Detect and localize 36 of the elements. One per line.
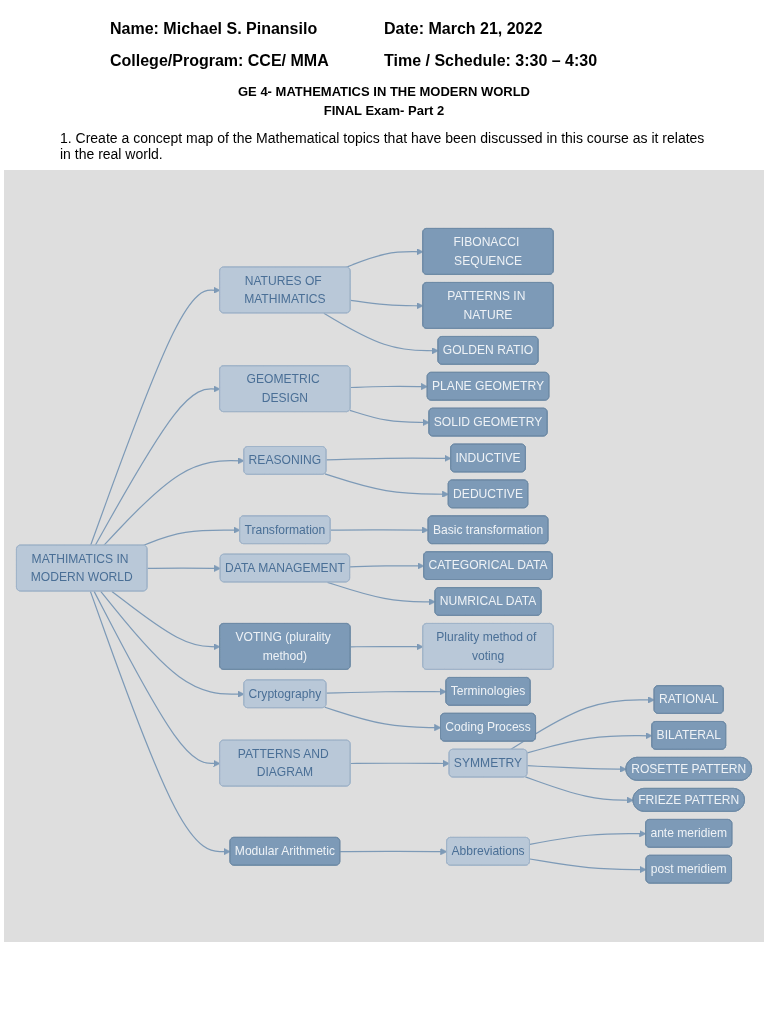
arrow — [325, 688, 447, 696]
arrow — [329, 526, 429, 534]
arrow — [89, 591, 231, 856]
question-text: 1. Create a concept map of the Mathematical topics that have been discussed in this course as it relates in the real world. — [60, 130, 706, 162]
arrow — [349, 760, 450, 768]
schedule-field-text: Time / Schedule: 3:30 – 4:30 — [384, 52, 599, 70]
arrow — [142, 526, 241, 547]
arrow — [526, 765, 627, 773]
arrow — [510, 696, 655, 751]
arrow — [324, 473, 449, 498]
arrow — [93, 591, 221, 768]
title: GE 4- MATHEMATICS IN THE MODERN WORLD — [237, 84, 531, 99]
arrow — [89, 286, 221, 547]
arrow — [345, 248, 424, 269]
arrow — [529, 858, 647, 874]
arrow — [349, 299, 424, 310]
arrow — [349, 383, 428, 391]
program-field-text: College/Program: CCE/ MMA — [110, 52, 330, 70]
arrow — [94, 385, 221, 547]
arrow — [339, 848, 448, 856]
arrow — [146, 565, 221, 573]
arrow — [529, 830, 647, 846]
arrow — [103, 457, 245, 547]
arrow — [100, 591, 245, 698]
subtitle: FINAL Exam- Part 2 — [322, 103, 446, 118]
date-field-text: Date: March 21, 2022 — [384, 20, 544, 38]
arrow — [324, 706, 442, 732]
arrow — [325, 455, 452, 463]
arrow — [526, 732, 653, 754]
arrow — [349, 409, 430, 427]
arrow — [323, 312, 439, 355]
arrow — [349, 643, 424, 651]
arrow — [111, 591, 221, 651]
arrow — [349, 562, 425, 570]
arrow — [524, 776, 634, 804]
name-field-text: Name: Michael S. Pinansilo — [110, 20, 319, 38]
